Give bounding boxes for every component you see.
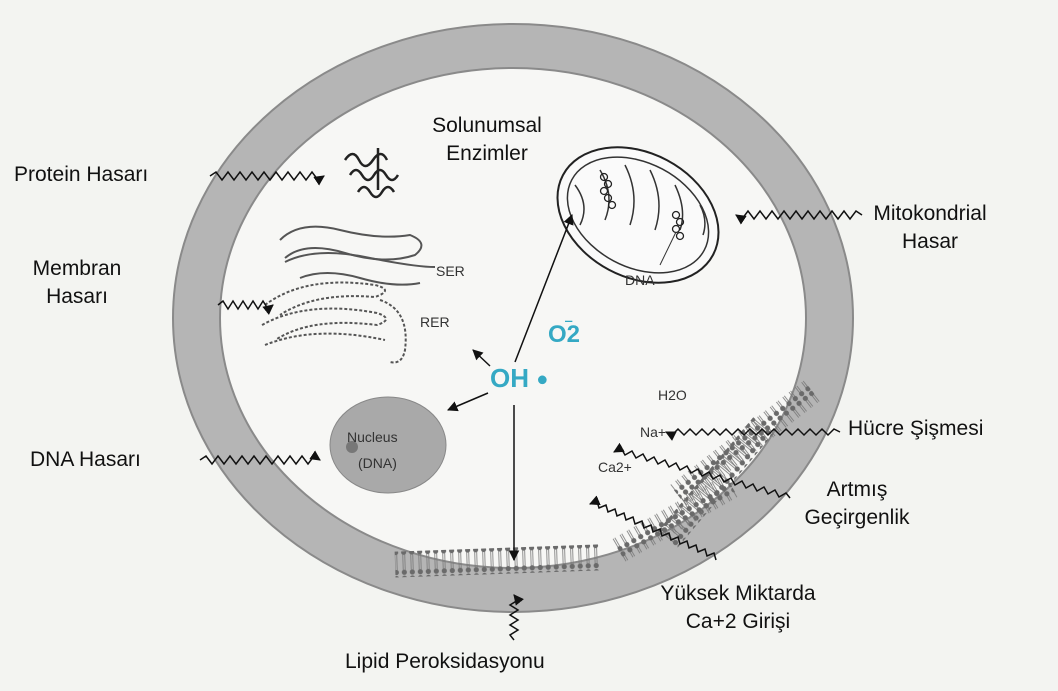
increased-permeability-label: Artmış Geçirgenlik [782,476,932,533]
hydroxyl-radical-label: OH ● [490,363,548,394]
membrane-damage-line-1: Membran [18,255,136,283]
lipid-peroxidation-label: Lipid Peroksidasyonu [345,648,545,676]
mito-damage-line-2: Hasar [860,228,1000,256]
rer-label: RER [420,314,450,330]
nucleus-label: Nucleus [347,429,398,445]
protein-damage-label: Protein Hasarı [14,161,148,189]
respiratory-enzymes-line-2: Enzimler [418,140,556,168]
mitochondrial-damage-label: Mitokondrial Hasar [860,200,1000,257]
respiratory-enzymes-line-1: Solunumsal [418,112,556,140]
superoxide-label: O2‾ [548,320,571,349]
high-calcium-line-1: Yüksek Miktarda [618,580,858,608]
radical-dot: ● [536,369,548,391]
superoxide-text: O2 [548,321,580,348]
sodium-label: Na+ [640,424,666,440]
respiratory-enzymes-label: Solunumsal Enzimler [418,112,556,169]
water-label: H2O [658,387,687,403]
membrane-damage-label: Membran Hasarı [18,255,136,312]
hydroxyl-text: OH [490,363,529,393]
high-calcium-line-2: Ca+2 Girişi [618,608,858,636]
superoxide-charge: ‾ [566,320,571,337]
ser-label: SER [436,263,465,279]
mito-damage-line-1: Mitokondrial [860,200,1000,228]
membrane-damage-line-2: Hasarı [18,283,136,311]
increased-perm-line-1: Artmış [782,476,932,504]
calcium-label: Ca2+ [598,459,632,475]
high-calcium-label: Yüksek Miktarda Ca+2 Girişi [618,580,858,637]
cell-swelling-label: Hücre Şişmesi [848,415,983,443]
dna-damage-label: DNA Hasarı [30,446,141,474]
mito-dna-label: DNA [625,272,655,288]
increased-perm-line-2: Geçirgenlik [782,504,932,532]
nucleus-dna-label: (DNA) [358,455,397,471]
